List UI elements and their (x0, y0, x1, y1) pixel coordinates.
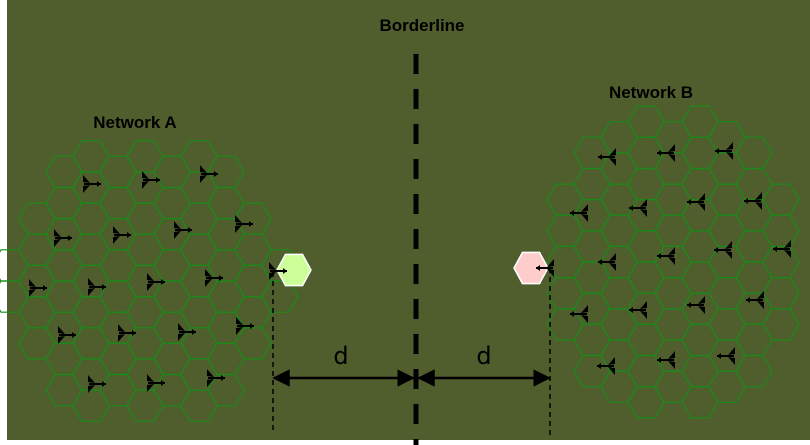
sector-antenna-icon (597, 357, 615, 375)
distance-left-label: d (333, 342, 348, 370)
sector-antenna-icon (773, 240, 791, 258)
network-b-antennas (570, 142, 791, 375)
sector-antenna-icon (236, 317, 254, 335)
network-b-cell (735, 354, 773, 388)
sector-antenna-icon (58, 326, 76, 344)
sector-antenna-icon (205, 269, 223, 287)
network-b-label: Network B (609, 83, 693, 102)
sector-antenna-icon (29, 279, 47, 297)
sector-antenna-icon (83, 175, 101, 193)
sector-antenna-icon (714, 241, 732, 259)
sector-antenna-icon (629, 199, 647, 217)
sector-antenna-icon (147, 273, 165, 291)
borderline-label: Borderline (379, 16, 464, 35)
sector-antenna-icon (88, 375, 106, 393)
sector-antenna-icon (142, 171, 160, 189)
sector-antenna-icon (235, 215, 253, 233)
network-b-edge-cell (513, 251, 549, 285)
sector-antenna-icon (657, 351, 675, 369)
sector-antenna-icon (570, 305, 588, 323)
sector-antenna-icon (744, 192, 762, 210)
sector-antenna-icon (147, 374, 165, 392)
sector-antenna-icon (657, 144, 675, 162)
sector-antenna-icon (570, 204, 588, 222)
sector-antenna-icon (598, 148, 616, 166)
sector-antenna-icon (269, 262, 287, 280)
distance-right-label: d (476, 342, 491, 370)
sector-antenna-icon (54, 229, 72, 247)
background (7, 0, 810, 440)
sector-antenna-icon (746, 291, 764, 309)
sector-antenna-icon (178, 323, 196, 341)
sector-antenna-icon (88, 278, 106, 296)
sector-antenna-icon (717, 347, 735, 365)
sector-antenna-icon (715, 142, 733, 160)
edge-antennas (269, 259, 554, 280)
network-b-cell (762, 308, 800, 341)
sector-antenna-icon (113, 226, 131, 244)
network-a-cell (234, 327, 272, 360)
sector-antenna-icon (118, 324, 136, 342)
sector-antenna-icon (536, 259, 554, 277)
sector-antenna-icon (598, 253, 616, 271)
sector-antenna-icon (657, 247, 675, 265)
sector-antenna-icon (629, 301, 647, 319)
network-a-antennas (29, 165, 254, 393)
network-a-label: Network A (93, 113, 176, 132)
sector-antenna-icon (687, 193, 705, 211)
sector-antenna-icon (687, 296, 705, 314)
network-a-cell (207, 373, 245, 407)
network-a-cells (0, 140, 299, 422)
sector-antenna-icon (174, 221, 192, 239)
sector-antenna-icon (200, 165, 218, 183)
sector-antenna-icon (207, 369, 225, 387)
